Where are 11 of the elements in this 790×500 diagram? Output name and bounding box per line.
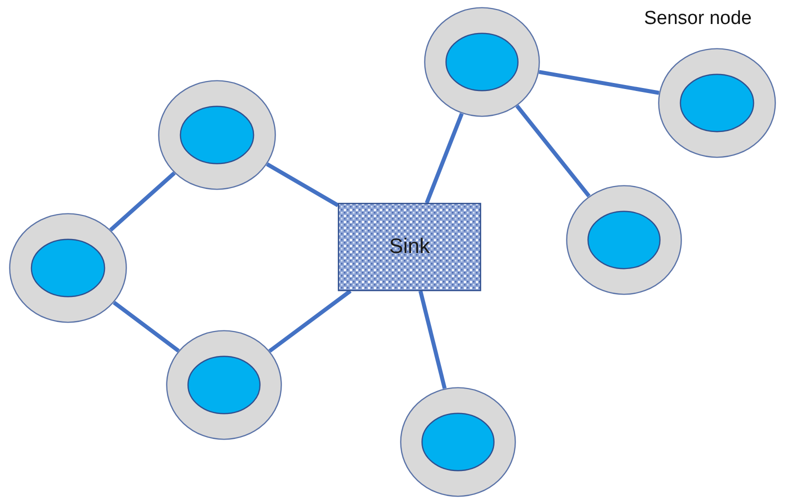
connector-line — [112, 300, 180, 352]
connector-line — [424, 112, 464, 204]
connector-line — [418, 290, 447, 389]
node-caption: Sensor node — [644, 8, 752, 30]
connector-line — [538, 70, 660, 95]
sink-box — [338, 203, 481, 291]
connector-line — [266, 162, 339, 208]
connector-line — [515, 104, 591, 198]
node-label: Sink — [389, 235, 430, 259]
connector-line — [268, 289, 352, 353]
connector-line — [109, 172, 176, 232]
